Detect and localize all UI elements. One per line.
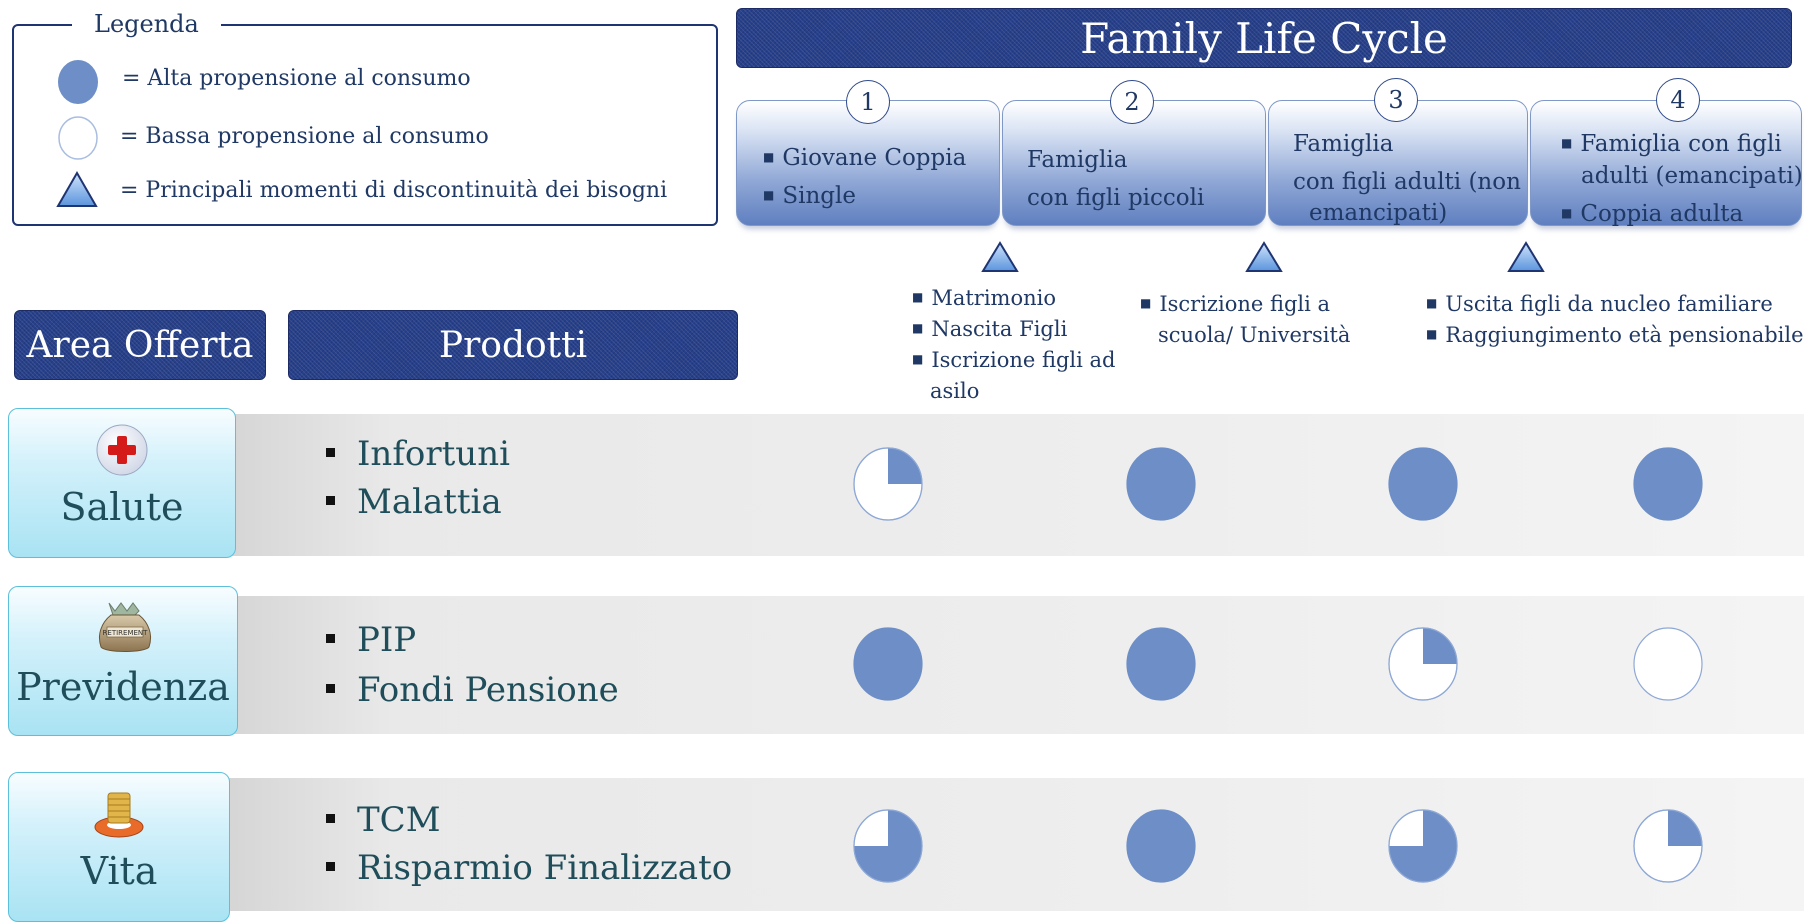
event-item: Iscrizione figli ad bbox=[931, 348, 1116, 372]
stage-3-line-1: Famiglia bbox=[1293, 131, 1394, 157]
previdenza-row-band bbox=[200, 596, 1804, 734]
svg-text:RETIREMENT: RETIREMENT bbox=[103, 629, 149, 637]
stage-2-line-1: Famiglia bbox=[1027, 147, 1128, 173]
title-text: Family Life Cycle bbox=[1080, 13, 1448, 63]
area-offerta-text: Area Offerta bbox=[26, 324, 254, 366]
stage-number-3: 3 bbox=[1374, 78, 1418, 122]
life-buoy-coins-icon bbox=[94, 792, 144, 838]
stage-1-line-2: Single bbox=[782, 183, 856, 209]
area-card-vita: Vita bbox=[8, 772, 230, 922]
stage-3-line-2: con figli adulti (non bbox=[1293, 169, 1521, 195]
stage-box-4: ■Famiglia con figli adulti (emancipati) … bbox=[1530, 100, 1803, 227]
product-label: Malattia bbox=[357, 482, 502, 522]
product-item: Malattia bbox=[326, 482, 502, 522]
area-name-salute: Salute bbox=[60, 485, 184, 529]
stage-1-line-1: Giovane Coppia bbox=[782, 145, 967, 171]
legend-high-swatch-icon bbox=[58, 60, 98, 104]
event-item: Uscita figli da nucleo familiare bbox=[1445, 292, 1773, 316]
legend-low-label: = Bassa propensione al consumo bbox=[120, 124, 489, 149]
stage-2-line-2: con figli piccoli bbox=[1027, 185, 1205, 211]
salute-row-band bbox=[200, 414, 1804, 556]
red-cross-icon bbox=[96, 424, 148, 476]
stage-box-3: Famiglia con figli adulti (non emancipat… bbox=[1268, 100, 1528, 226]
event-list-2: ■Iscrizione figli a scuola/ Università bbox=[1140, 292, 1351, 347]
event-list-1: ■Matrimonio ■Nascita Figli ■Iscrizione f… bbox=[912, 286, 1116, 403]
prodotti-header: Prodotti bbox=[288, 310, 738, 380]
area-card-previdenza: RETIREMENT Previdenza bbox=[8, 586, 238, 736]
stage-4-line-3: Coppia adulta bbox=[1580, 201, 1744, 227]
legend-low-swatch-icon bbox=[58, 116, 98, 160]
event-item: asilo bbox=[930, 379, 980, 403]
product-item: Risparmio Finalizzato bbox=[326, 848, 732, 888]
event-item: Matrimonio bbox=[931, 286, 1057, 310]
product-item: TCM bbox=[326, 800, 441, 840]
discontinuity-triangle-icon bbox=[981, 241, 1019, 272]
stage-4-line-2: adulti (emancipati) bbox=[1581, 163, 1803, 189]
stage-3-line-3: emancipati) bbox=[1309, 200, 1448, 226]
product-label: Risparmio Finalizzato bbox=[357, 848, 733, 888]
area-name-previdenza: Previdenza bbox=[16, 665, 230, 709]
event-item: Iscrizione figli a bbox=[1159, 292, 1331, 316]
stage-number-4: 4 bbox=[1656, 78, 1700, 122]
retirement-money-bag-icon: RETIREMENT bbox=[98, 602, 152, 652]
product-item: Fondi Pensione bbox=[326, 670, 619, 710]
discontinuity-triangle-icon bbox=[1245, 241, 1283, 272]
prodotti-text: Prodotti bbox=[438, 324, 588, 366]
vita-row-band bbox=[200, 778, 1804, 911]
event-item: Raggiungimento età pensionabile bbox=[1445, 323, 1804, 347]
event-list-3: ■Uscita figli da nucleo familiare ■Raggi… bbox=[1426, 292, 1804, 347]
product-label: PIP bbox=[357, 620, 417, 660]
area-card-salute: Salute bbox=[8, 408, 236, 558]
product-label: TCM bbox=[357, 800, 441, 840]
product-item: PIP bbox=[326, 620, 416, 660]
family-life-cycle-title: Family Life Cycle bbox=[736, 8, 1792, 68]
product-label: Infortuni bbox=[357, 434, 510, 474]
legend-box bbox=[12, 24, 718, 226]
stage-4-line-1: Famiglia con figli bbox=[1580, 131, 1782, 157]
area-name-vita: Vita bbox=[80, 849, 158, 893]
product-item: Infortuni bbox=[326, 434, 510, 474]
product-label: Fondi Pensione bbox=[357, 670, 619, 710]
legend-triangle-icon bbox=[56, 170, 98, 207]
event-item: scuola/ Università bbox=[1158, 323, 1351, 347]
stage-number-2: 2 bbox=[1110, 80, 1154, 124]
legend-title: Legenda bbox=[72, 10, 221, 38]
area-offerta-header: Area Offerta bbox=[14, 310, 266, 380]
legend-discontinuity-label: = Principali momenti di discontinuità de… bbox=[120, 178, 668, 203]
event-item: Nascita Figli bbox=[931, 317, 1068, 341]
discontinuity-triangle-icon bbox=[1507, 241, 1545, 272]
legend-high-label: = Alta propensione al consumo bbox=[122, 66, 471, 91]
stage-number-1: 1 bbox=[846, 80, 890, 124]
